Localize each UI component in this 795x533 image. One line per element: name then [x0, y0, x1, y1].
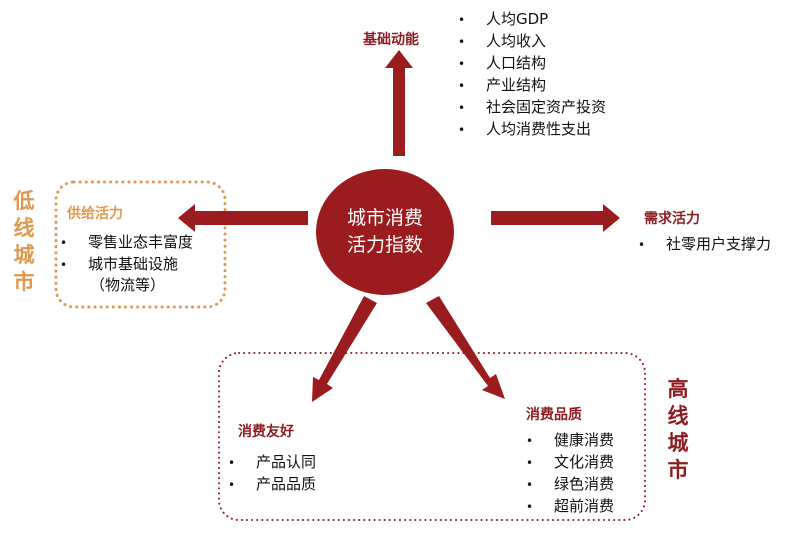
list-item: 人均GDP	[458, 9, 606, 31]
demand-list: 社零用户支撑力	[638, 234, 771, 256]
friendly-list: 产品认同 产品品质	[228, 452, 316, 496]
supply-title: 供给活力	[67, 206, 123, 222]
center-line-2: 活力指数	[346, 234, 423, 256]
arrow-down-right	[426, 296, 505, 399]
supply-list: 零售业态丰富度 城市基础设施	[60, 232, 193, 276]
list-item: 人均消费性支出	[458, 119, 606, 141]
list-item: 产品认同	[228, 452, 316, 474]
arrow-left	[178, 204, 308, 232]
center-circle	[316, 169, 454, 295]
list-item: 超前消费	[526, 496, 614, 518]
center-line-1: 城市消费	[346, 207, 423, 229]
list-item: 人均收入	[458, 31, 606, 53]
quality-list: 健康消费 文化消费 绿色消费 超前消费	[526, 430, 614, 518]
basic-list: 人均GDP 人均收入 人口结构 产业结构 社会固定资产投资 人均消费性支出	[458, 9, 606, 141]
friendly-title: 消费友好	[238, 424, 294, 440]
arrow-up	[385, 50, 413, 156]
list-item: 产业结构	[458, 75, 606, 97]
arrow-right	[491, 204, 620, 232]
list-item: 社零用户支撑力	[638, 234, 771, 256]
list-item: 产品品质	[228, 474, 316, 496]
basic-title: 基础动能	[363, 32, 419, 48]
list-item: 城市基础设施	[60, 254, 193, 276]
list-item: 绿色消费	[526, 474, 614, 496]
list-item: 人口结构	[458, 53, 606, 75]
list-item: 社会固定资产投资	[458, 97, 606, 119]
high-tier-label: 高线城市	[667, 377, 689, 482]
center-label: 城市消费 活力指数	[330, 205, 440, 259]
quality-title: 消费品质	[526, 407, 582, 423]
list-item: 零售业态丰富度	[60, 232, 193, 254]
low-tier-label: 低线城市	[13, 189, 35, 294]
high-tier-box	[218, 352, 646, 521]
demand-title: 需求活力	[644, 211, 700, 227]
supply-note: （物流等）	[90, 276, 166, 294]
low-tier-box	[54, 180, 227, 309]
list-item: 健康消费	[526, 430, 614, 452]
list-item: 文化消费	[526, 452, 614, 474]
arrow-down-left	[312, 296, 377, 402]
